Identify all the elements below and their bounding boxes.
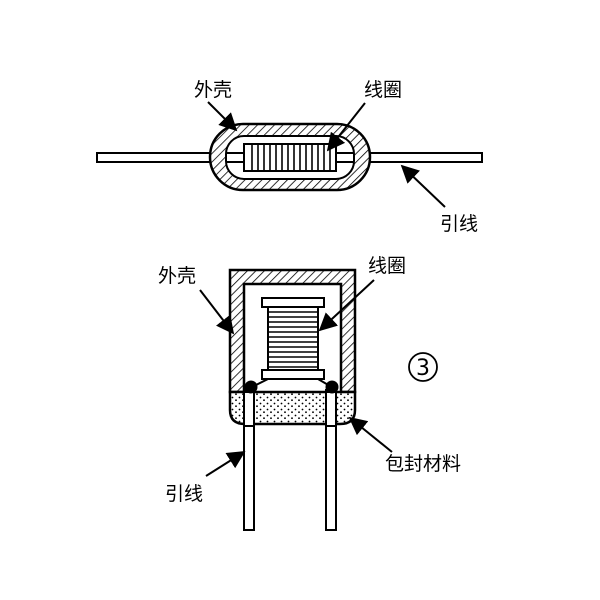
figure-number: 3: [416, 356, 430, 381]
radial-encapsulation-arrow: [348, 416, 393, 453]
radial-lead-arrow: [205, 451, 246, 477]
axial-coil-arrow: [326, 102, 366, 152]
radial-label-coil: 线圈: [368, 255, 406, 277]
axial-label-shell: 外壳: [194, 79, 232, 101]
axial-label-coil: 线圈: [364, 79, 402, 101]
axial-lead-arrow: [400, 164, 446, 208]
axial-shell-arrow: [207, 101, 238, 132]
radial-shell-arrow: [199, 289, 235, 335]
radial-label-lead: 引线: [165, 483, 203, 505]
radial-coil: [253, 297, 331, 387]
figure-number-badge: 3: [408, 352, 438, 382]
radial-coil-arrow: [318, 279, 375, 332]
radial-encapsulation: [228, 390, 357, 426]
radial-inductor: 外壳 线圈 引线 包封材料 3: [158, 255, 461, 531]
axial-label-lead: 引线: [440, 213, 478, 235]
radial-left-solder: [244, 380, 258, 394]
radial-label-encapsulation: 包封材料: [385, 453, 461, 475]
radial-label-shell: 外壳: [158, 265, 196, 287]
radial-right-solder: [325, 380, 339, 394]
axial-coil: [243, 143, 337, 172]
axial-inductor: 外壳 线圈 引线: [96, 79, 483, 235]
